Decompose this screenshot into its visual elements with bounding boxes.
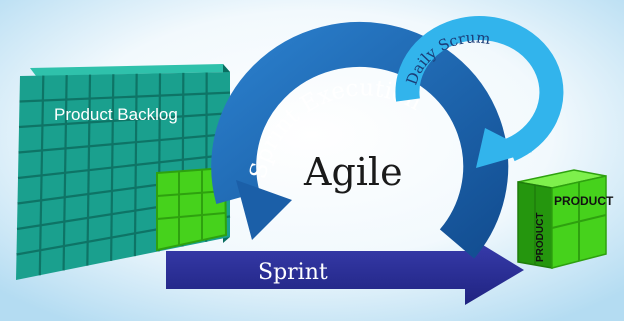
backlog-grid-row-line	[18, 132, 231, 154]
daily-scrum-arc	[395, 16, 564, 162]
sprint-arrow: Sprint	[166, 234, 524, 305]
product-cube: PRODUCT PRODUCT	[517, 169, 614, 269]
product-cube-grid	[551, 214, 607, 229]
backlog-green-cubes	[156, 166, 228, 252]
sprint-arrow-shape	[166, 234, 524, 305]
product-front-label: PRODUCT	[554, 194, 614, 208]
product-backlog-label: Product Backlog	[54, 105, 178, 124]
product-side-label: PRODUCT	[535, 213, 546, 262]
agile-title: Agile	[303, 150, 403, 194]
sprint-label: Sprint	[258, 260, 328, 285]
daily-scrum-arrowhead	[476, 128, 532, 168]
green-grid-line	[156, 212, 226, 220]
backlog-grid-row-line	[17, 153, 231, 180]
backlog-grid-row-line	[18, 112, 231, 129]
backlog-grid-row-line	[19, 91, 231, 103]
sprint-execution-arc	[211, 21, 509, 259]
sprint-execution-arrowhead	[236, 180, 292, 240]
